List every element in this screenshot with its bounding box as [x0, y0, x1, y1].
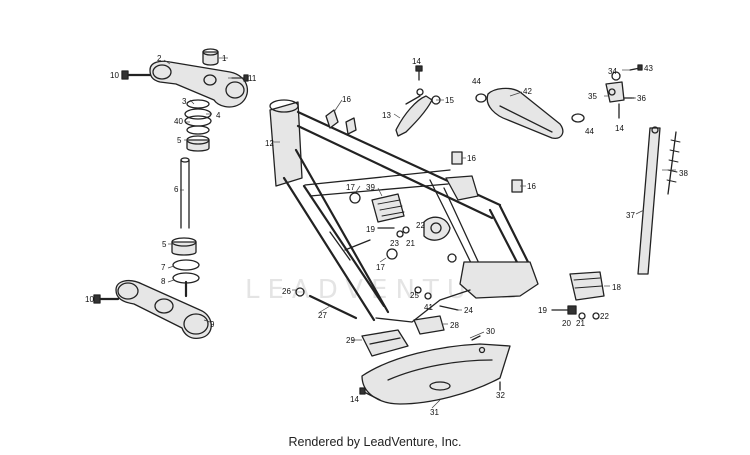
callout-13: 13 [382, 111, 391, 120]
callout-35: 35 [588, 92, 597, 101]
footpeg-left-39 [371, 193, 405, 223]
main-frame [269, 99, 539, 323]
clamp-bracket-34 [605, 71, 625, 103]
spring-38 [666, 131, 681, 195]
callout-14c: 14 [350, 395, 359, 404]
callout-17: 17 [346, 183, 355, 192]
stem-seals [172, 259, 200, 284]
callout-40: 40 [174, 117, 183, 126]
upper-mount-bracket [395, 88, 433, 137]
frame-bracket [325, 109, 357, 135]
bolt-43 [629, 64, 643, 71]
upper-bearing-stack [184, 99, 212, 152]
lower-clamp-bolt [93, 294, 120, 304]
credit-text: Rendered by LeadVenture, Inc. [288, 435, 462, 449]
washer-20-21-22 [578, 312, 600, 320]
steering-stem-cap [202, 48, 219, 66]
pivot-bolt-27 [295, 287, 358, 320]
callout-12: 12 [265, 139, 274, 148]
mount-28 [413, 315, 445, 335]
washer-21-22 [396, 226, 410, 238]
washer-44b [571, 113, 585, 123]
callout-27: 27 [318, 311, 327, 320]
callout-43: 43 [644, 64, 653, 73]
upper-triple-clamp [149, 60, 249, 108]
callout-16b: 16 [467, 154, 476, 163]
callout-5: 5 [177, 136, 182, 145]
callout-15: 15 [445, 96, 454, 105]
callout-26: 26 [282, 287, 291, 296]
callout-22: 22 [416, 221, 425, 230]
callout-19: 19 [366, 225, 375, 234]
callout-31: 31 [430, 408, 439, 417]
callout-25: 25 [410, 291, 419, 300]
pin-19-b [551, 305, 577, 315]
leader-lines [163, 57, 676, 409]
callout-34: 34 [608, 67, 617, 76]
callout-30: 30 [486, 327, 495, 336]
callout-38: 38 [679, 169, 688, 178]
callout-22b: 22 [600, 312, 609, 321]
bolt-14-c [359, 387, 381, 401]
callout-labels: 1 2 10 11 3 4 40 5 6 5 7 8 10 9 12 16 13… [85, 54, 688, 417]
frame-bracket [511, 179, 523, 193]
callout-10: 10 [110, 71, 119, 80]
callout-11: 11 [248, 74, 257, 83]
bolt-30 [471, 335, 486, 354]
callout-37: 37 [626, 211, 635, 220]
callout-32: 32 [496, 391, 505, 400]
callout-7: 7 [161, 263, 166, 272]
bolt-14 [415, 65, 423, 81]
steering-stem [180, 157, 190, 229]
callout-14: 14 [412, 57, 421, 66]
lower-triple-clamp [115, 279, 212, 340]
callout-41: 41 [424, 303, 433, 312]
guard-29 [361, 329, 409, 357]
callout-39: 39 [366, 183, 375, 192]
callout-10b: 10 [85, 295, 94, 304]
callout-19b: 19 [538, 306, 547, 315]
callout-18: 18 [612, 283, 621, 292]
callout-23: 23 [390, 239, 399, 248]
callout-14b: 14 [615, 124, 624, 133]
rear-panel-42 [486, 87, 564, 139]
callout-17b: 17 [376, 263, 385, 272]
callout-2: 2 [157, 54, 162, 63]
callout-4: 4 [216, 111, 221, 120]
lower-bearing [171, 237, 197, 256]
callout-29: 29 [346, 336, 355, 345]
skid-plate-31 [361, 343, 511, 405]
callout-8: 8 [161, 277, 166, 286]
callout-5b: 5 [162, 240, 167, 249]
callout-6: 6 [174, 185, 179, 194]
frame-bracket [451, 151, 463, 165]
callout-44b: 44 [585, 127, 594, 136]
rear-shock-37 [637, 126, 661, 275]
callout-24: 24 [464, 306, 473, 315]
callout-36: 36 [637, 94, 646, 103]
bolt-24-25-41 [414, 286, 459, 311]
callout-1: 1 [222, 54, 227, 63]
washer-44 [475, 93, 487, 103]
callout-42: 42 [523, 87, 532, 96]
spring-17 [349, 192, 398, 260]
callout-16c: 16 [527, 182, 536, 191]
clamp-bolt [121, 70, 152, 80]
footpeg-right-18 [569, 271, 605, 301]
callout-9: 9 [210, 320, 215, 329]
callout-20: 20 [562, 319, 571, 328]
callout-44: 44 [472, 77, 481, 86]
callout-21b: 21 [576, 319, 585, 328]
callout-3: 3 [182, 97, 187, 106]
callout-28: 28 [450, 321, 459, 330]
callout-16: 16 [342, 95, 351, 104]
callout-21: 21 [406, 239, 415, 248]
